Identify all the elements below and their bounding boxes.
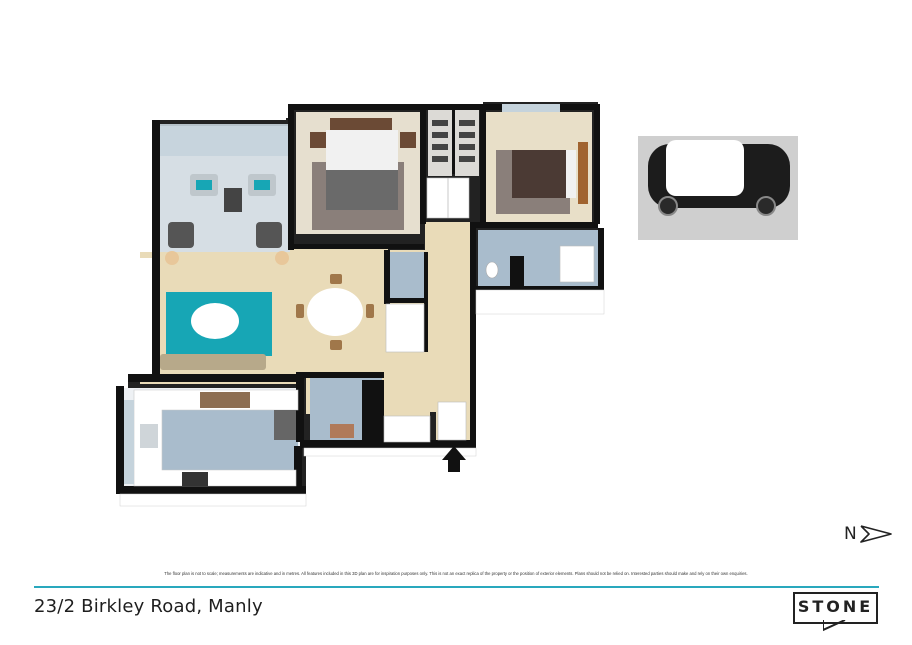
- kitchen-island-counter: [200, 392, 250, 408]
- robe-2-floor: [455, 110, 479, 176]
- balcony-glass: [160, 124, 290, 156]
- window-frames: [140, 258, 152, 374]
- kitchen-sink: [140, 424, 158, 448]
- bedroom-2-window: [502, 104, 560, 112]
- sofa: [160, 354, 266, 370]
- north-label: N: [844, 524, 857, 544]
- fridge: [274, 410, 296, 440]
- bedside-tables-1: [310, 132, 416, 148]
- bed-2-headboard: [578, 142, 588, 204]
- kitchen-window: [124, 400, 134, 484]
- bed-1-cover: [326, 170, 398, 210]
- robe-1-floor: [428, 110, 452, 176]
- interior-walls: [116, 104, 604, 494]
- bed-1-headboard: [330, 118, 392, 132]
- bath-shower: [559, 245, 595, 283]
- armchairs: [168, 222, 282, 248]
- bed-2-pillows: [566, 150, 576, 198]
- disclaimer-text: The floor plan is not to scale; measurem…: [164, 571, 748, 576]
- property-address: 23/2 Birkley Road, Manly: [34, 596, 263, 617]
- entry-arrow-icon: [442, 446, 466, 472]
- north-arrow-icon: [859, 525, 892, 543]
- logo-text: STONE: [797, 597, 874, 616]
- dining-table: [307, 288, 363, 336]
- robe-clothes: [432, 120, 475, 162]
- balcony-furniture: [190, 174, 276, 212]
- logo-tick-icon: [823, 620, 846, 632]
- brand-logo: STONE: [793, 592, 878, 632]
- toilet: [485, 261, 499, 279]
- dining-chairs: [296, 274, 374, 350]
- car-icon: [648, 140, 790, 216]
- bath-vanity: [510, 256, 524, 286]
- coffee-table: [191, 303, 239, 339]
- floor-plan: [116, 102, 798, 507]
- north-indicator: N: [844, 524, 893, 544]
- wall-faces: [119, 289, 605, 507]
- laundry-floor: [388, 252, 424, 298]
- bed-2: [512, 150, 572, 198]
- side-tables: [165, 251, 289, 265]
- logo-frame: [793, 592, 878, 624]
- footer-divider: [34, 586, 879, 588]
- storage-mat: [330, 424, 354, 438]
- cooktop: [182, 472, 208, 486]
